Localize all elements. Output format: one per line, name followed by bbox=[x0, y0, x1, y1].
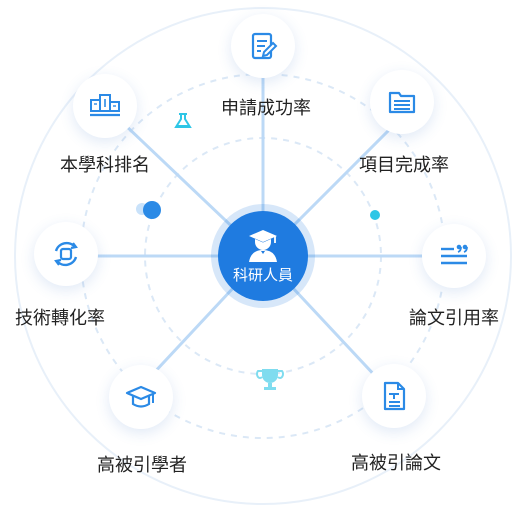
node-paper-citation-rate[interactable] bbox=[422, 224, 486, 288]
list-window-icon bbox=[388, 91, 416, 114]
node-application-success-rate[interactable] bbox=[231, 14, 295, 78]
node-highly-cited-papers[interactable] bbox=[362, 364, 426, 428]
trophy-icon bbox=[256, 369, 284, 390]
label-project-completion-rate: 項目完成率 bbox=[359, 155, 449, 176]
node-discipline-ranking[interactable] bbox=[73, 74, 137, 138]
label-paper-citation-rate: 論文引用率 bbox=[409, 308, 499, 329]
edit-document-icon bbox=[251, 32, 278, 60]
outer-ring bbox=[14, 7, 512, 505]
node-tech-transfer-rate[interactable] bbox=[34, 222, 98, 286]
node-project-completion-rate[interactable] bbox=[370, 70, 434, 134]
center-node[interactable]: 科研人員 bbox=[218, 211, 308, 301]
label-application-success-rate: 申請成功率 bbox=[221, 98, 311, 119]
graduate-person-icon bbox=[249, 229, 277, 262]
node-highly-cited-scholars[interactable] bbox=[109, 365, 173, 429]
toggle-dots-decoration bbox=[136, 201, 161, 219]
label-discipline-ranking: 本學科排名 bbox=[60, 155, 150, 176]
label-highly-cited-scholars: 高被引學者 bbox=[97, 455, 187, 476]
text-document-icon bbox=[383, 381, 406, 411]
label-highly-cited-papers: 高被引論文 bbox=[351, 453, 441, 474]
ranking-podium-icon bbox=[90, 94, 120, 117]
label-tech-transfer-rate: 技術轉化率 bbox=[15, 308, 105, 329]
teal-dot-decoration bbox=[370, 210, 380, 220]
center-label: 科研人員 bbox=[232, 265, 293, 284]
quote-lines-icon bbox=[441, 244, 468, 265]
flask-icon bbox=[174, 113, 192, 128]
graduation-cap-icon bbox=[125, 385, 157, 408]
refresh-cycle-icon bbox=[54, 241, 78, 267]
